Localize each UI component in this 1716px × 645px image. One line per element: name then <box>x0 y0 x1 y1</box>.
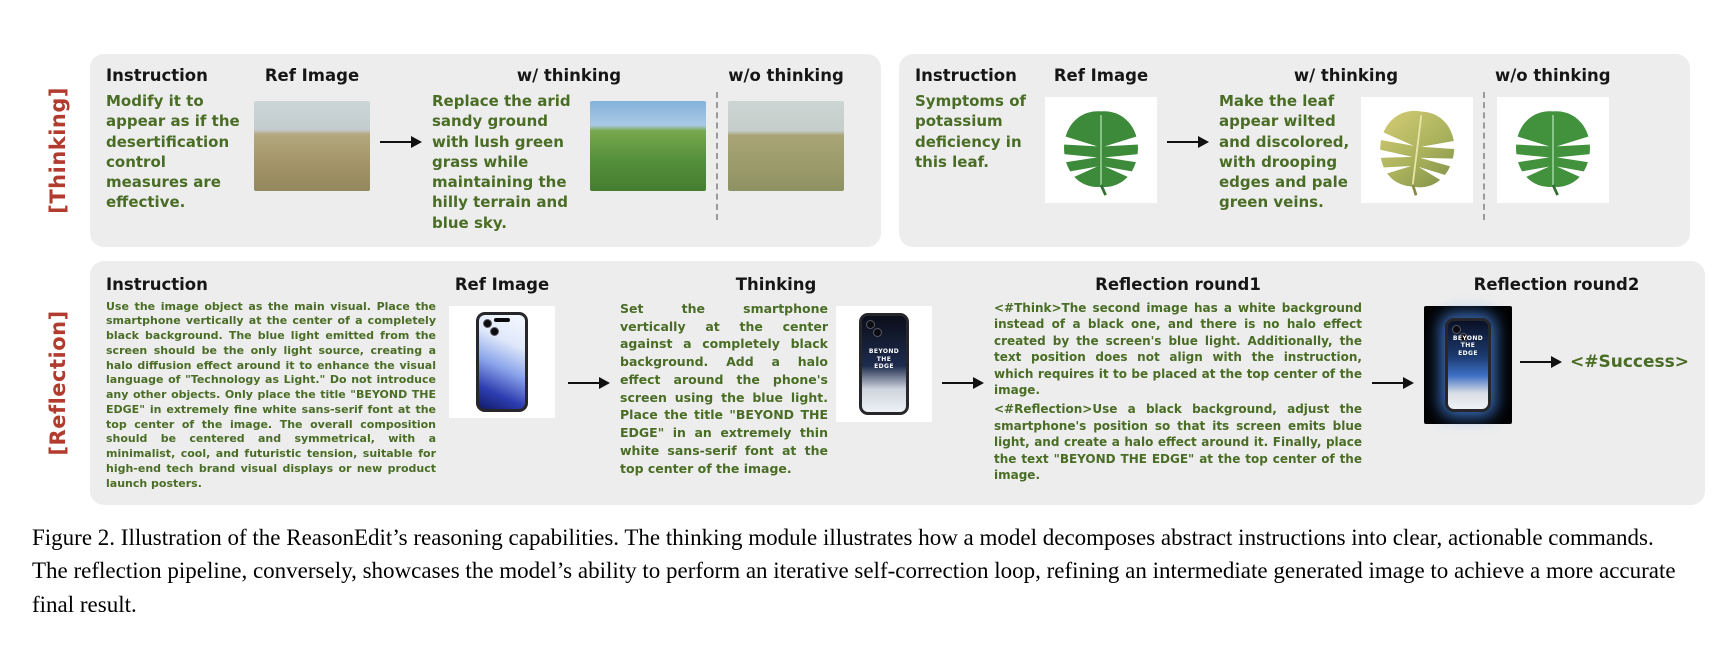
reflection-row-label: [Reflection] <box>46 310 70 456</box>
header-without-thinking: w/o thinking <box>728 66 844 85</box>
smartphone-icon <box>476 311 528 412</box>
phone-screen-title-text: BEYOND THE EDGE <box>1452 334 1484 357</box>
reflection-round1-think-text: <#Think>The second image has a white bac… <box>994 300 1362 398</box>
without-thinking-result-image-arid <box>728 101 844 191</box>
arrow-right-icon <box>1167 136 1209 148</box>
reflection-round1-reflection-text: <#Reflection>Use a black background, adj… <box>994 402 1362 483</box>
header-thinking: Thinking <box>735 274 817 294</box>
phone-camera-icon <box>483 318 503 339</box>
reflection-row: [Reflection] Instruction Use the image o… <box>26 260 1705 506</box>
thinking-panel-leaf: Instruction Symptoms of potassium defici… <box>899 54 1690 247</box>
header-without-thinking: w/o thinking <box>1495 66 1611 85</box>
thinking-panels: Instruction Modify it to appear as if th… <box>90 54 1690 247</box>
with-thinking-result-image-wilted-leaf <box>1361 97 1473 203</box>
instruction-text: Use the image object as the main visual.… <box>106 299 436 490</box>
instruction-text: Modify it to appear as if the desertific… <box>106 92 240 212</box>
header-instruction: Instruction <box>106 274 208 294</box>
phone-camera-icon <box>1452 324 1472 345</box>
ref-image-arid-landscape <box>254 101 370 191</box>
dashed-divider <box>1483 92 1485 220</box>
wilted-leaf-icon <box>1374 110 1459 196</box>
phone-camera-icon <box>866 319 886 340</box>
phone-notch <box>494 317 510 322</box>
header-reflection-round1: Reflection round1 <box>1095 274 1261 294</box>
arrow-right-icon <box>1372 376 1414 389</box>
intermediate-result-image-phone-white-bg: BEYOND THE EDGE <box>836 305 932 422</box>
thinking-output-text: Make the leaf appear wilted and discolor… <box>1219 92 1350 212</box>
header-ref-image: Ref Image <box>264 66 360 85</box>
monstera-leaf-icon <box>1058 111 1144 196</box>
thinking-row-label: [Thinking] <box>46 87 70 214</box>
arrow-right-icon <box>568 376 610 389</box>
header-instruction: Instruction <box>106 66 208 85</box>
phone-screen-title-text: BEYOND THE EDGE <box>868 348 900 371</box>
figure-caption: Figure 2. Illustration of the ReasonEdit… <box>32 525 1676 617</box>
header-with-thinking: w/ thinking <box>516 66 622 85</box>
header-ref-image: Ref Image <box>1053 66 1149 85</box>
thinking-row: [Thinking] Instruction Modify it to appe… <box>26 54 1690 247</box>
header-with-thinking: w/ thinking <box>1293 66 1399 85</box>
instruction-text: Symptoms of potassium deficiency in this… <box>915 92 1027 171</box>
header-reflection-round2: Reflection round2 <box>1473 274 1640 294</box>
with-thinking-result-image-green-hills <box>590 101 706 191</box>
reflection-panel: Instruction Use the image object as the … <box>90 260 1705 506</box>
success-tag: <#Success> <box>1570 351 1689 372</box>
smartphone-icon: BEYOND THE EDGE <box>859 312 909 415</box>
final-result-image-phone-black-bg: BEYOND THE EDGE <box>1424 305 1512 424</box>
thinking-output-text: Replace the arid sandy ground with lush … <box>432 92 571 232</box>
ref-image-green-monstera-leaf <box>1045 97 1157 203</box>
header-ref-image: Ref Image <box>454 274 550 294</box>
arrow-right-icon <box>1520 355 1562 368</box>
dashed-divider <box>716 92 718 220</box>
without-thinking-result-image-green-leaf <box>1496 97 1609 203</box>
figure-page: [Thinking] Instruction Modify it to appe… <box>26 54 1705 617</box>
smartphone-icon: BEYOND THE EDGE <box>1445 317 1491 412</box>
monstera-leaf-icon <box>1510 111 1596 196</box>
header-instruction: Instruction <box>915 66 1017 85</box>
arrow-right-icon <box>942 376 984 389</box>
thinking-panel-desertification: Instruction Modify it to appear as if th… <box>90 54 881 247</box>
ref-image-smartphone <box>449 305 555 418</box>
thinking-text: Set the smartphone vertically at the cen… <box>620 300 828 476</box>
arrow-right-icon <box>380 136 422 148</box>
